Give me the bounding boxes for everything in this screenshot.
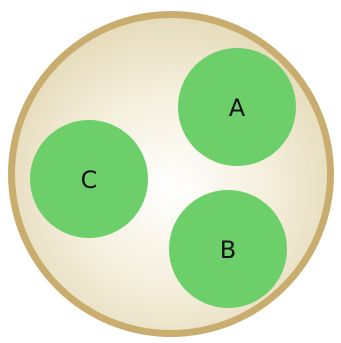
circle-b: B <box>169 190 287 308</box>
circle-c: C <box>30 120 148 238</box>
circle-a: A <box>178 48 296 166</box>
circle-a-label: A <box>229 94 246 122</box>
circle-b-label: B <box>220 236 236 264</box>
circle-c-label: C <box>81 166 98 194</box>
